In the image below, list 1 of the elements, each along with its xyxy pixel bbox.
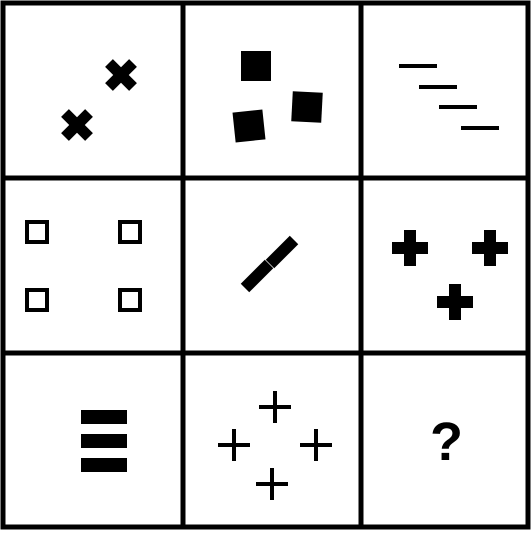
question-mark: ? — [430, 415, 463, 469]
